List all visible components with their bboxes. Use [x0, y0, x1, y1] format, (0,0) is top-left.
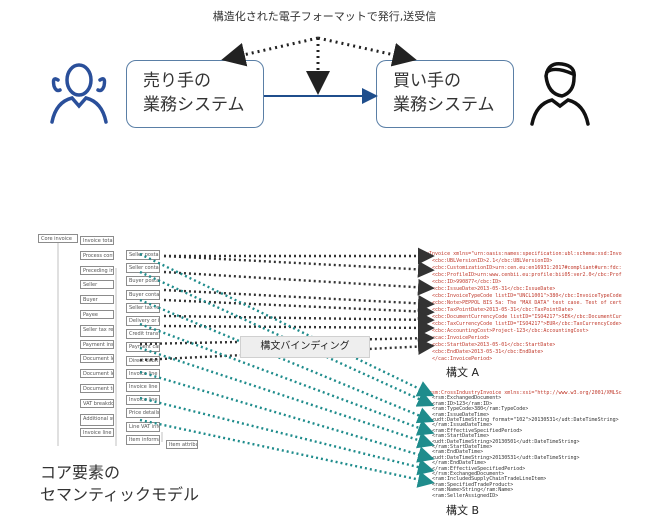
- buyer-box-line1: 買い手の: [393, 71, 461, 91]
- tree-level1-node: Document level allowances: [80, 354, 114, 364]
- seller-box-line1: 売り手の: [143, 71, 211, 91]
- tree-root-node: Core invoice: [38, 234, 78, 243]
- tree-level2-node: Invoice line allowances: [126, 382, 160, 392]
- syntax_a_lines-line: <cbc:TaxPointDate>2013-05-31</cbc:TaxPoi…: [432, 307, 574, 313]
- syntax_b_lines-line: </ram:IssueDateTime>: [432, 422, 493, 429]
- syntax_b_lines-line: </ram:StartDateTime>: [432, 444, 493, 450]
- syntax_a_lines-line: <cbc:InvoiceTypeCode listID="UNCL1001">3…: [432, 293, 622, 299]
- syntax_a_lines-line: <cbc:DocumentCurrencyCode listID="ISO421…: [432, 314, 622, 320]
- binding-arrow-to-syntax-b: [139, 370, 435, 463]
- syntax_a_lines-line: <cbc:IssueDate>2013-05-31</cbc:IssueDate…: [432, 286, 556, 292]
- syntax_b_lines-line: <ram:SpecifiedTradeProduct>: [432, 481, 514, 488]
- syntax_b_lines-line: <rsm:ExchangedDocument>: [432, 395, 502, 402]
- syntax_b_lines-line: <ram:StartDateTime>: [432, 433, 490, 440]
- syntax_b_lines-line: <ram:TypeCode>380</ram:TypeCode>: [432, 406, 529, 413]
- syntax_a_lines-line: <cbc:Note>PEPPOL BIS 5a: The "MAX DATA" …: [432, 300, 622, 306]
- tree-level2-node: Seller postal address: [126, 250, 160, 260]
- tree-level1-node: Preceding invoice reference: [80, 265, 114, 275]
- tree-level2-node: Delivery or invoice period: [126, 316, 160, 326]
- syntax_b_lines-line: <udt:DateTimeString>20130501</udt:DateTi…: [432, 438, 580, 445]
- syntax-binding-label: 構文バインディング: [240, 336, 370, 358]
- tree-level2-node: Line VAT information: [126, 421, 160, 432]
- top-arrows: [221, 36, 417, 104]
- tree-level3-node: Item attributes: [166, 440, 198, 449]
- seller-box-line2: 業務システム: [143, 95, 245, 115]
- buyer-person-icon: [530, 62, 590, 126]
- tree-level2-node: Price details: [126, 408, 160, 419]
- binding-arrow-to-syntax-a: [163, 254, 435, 278]
- tree-level1-node: Payment instructions: [80, 339, 114, 349]
- buyer-business-system-box: 買い手の 業務システム: [376, 60, 514, 128]
- tree-level1-node: Process control: [80, 250, 114, 260]
- syntax_b_lines-line: <ram:IncludedSupplyChainTradeLineItem>: [432, 476, 547, 483]
- binding-arrow-to-syntax-b: [139, 252, 435, 397]
- core-semantic-model-label: コア要素の セマンティックモデル: [40, 462, 199, 506]
- tree-level1-node: Document totals: [80, 384, 114, 393]
- tree-level2-node: Buyer contact: [126, 289, 160, 300]
- tree-level1-node: Document level charges: [80, 369, 114, 379]
- syntax_b_lines-line: <udt:DateTimeString>20130531</udt:DateTi…: [432, 454, 580, 461]
- seller-business-system-box: 売り手の 業務システム: [126, 60, 264, 128]
- syntax_b_lines-line: <udt:DateTimeString format="102">2013053…: [432, 417, 619, 423]
- syntax_b_lines-line: <ram:ID>123</ram:ID>: [432, 400, 493, 407]
- syntax_a_lines-line: <cbc:ID>990877</cbc:ID>: [432, 279, 502, 285]
- tree-level1-node: Additional supporting documents: [80, 413, 114, 426]
- binding-arrow-to-syntax-a: [163, 319, 435, 337]
- syntax_a_lines-line: <cbc:EndDate>2013-05-31</cbc:EndDate>: [432, 349, 544, 355]
- tree-level1-node: Seller: [80, 280, 114, 290]
- syntax_a_lines-line: <Invoice xmlns="urn:oasis:names:specific…: [426, 251, 622, 257]
- syntax_a_lines-line: <cbc:UBLVersionID>2.1</cbc:UBLVersionID>: [432, 258, 553, 264]
- syntax-b-xml: <rsm:CrossIndustryInvoice xmlns:xsi="htt…: [426, 390, 622, 498]
- tree-level2-node: Seller contact: [126, 263, 160, 274]
- tree-level1-node: Invoice line: [80, 428, 114, 438]
- syntax_a_lines-line: <cbc:TaxCurrencyCode listID="ISO4217">EU…: [432, 321, 622, 327]
- binding-arrow-to-syntax-a: [163, 288, 435, 312]
- core-label-line2: セマンティックモデル: [40, 485, 200, 504]
- tree-connectors: [57, 242, 163, 446]
- syntax_a_lines-line: <cac:InvoicePeriod>: [432, 335, 490, 341]
- binding-arrow-to-syntax-b: [139, 270, 435, 407]
- buyer-box-line2: 業務システム: [393, 95, 495, 115]
- binding-arrow-to-syntax-b: [139, 396, 435, 476]
- top-caption: 構造化された電子フォーマットで発行,送受信: [212, 10, 437, 23]
- tree-level1-node: Payee: [80, 310, 114, 319]
- tree-level1-node: VAT breakdown: [80, 398, 114, 408]
- tree-level2-node: Payment card information: [126, 342, 160, 353]
- binding-arrow-to-syntax-b: [139, 322, 435, 436]
- syntax-b-label: 構文 B: [446, 504, 480, 517]
- syntax_a_lines-line: <cbc:CustomizationID>urn:cen.eu:en16931:…: [432, 265, 622, 271]
- core-label-line1: コア要素の: [40, 463, 121, 482]
- syntax_b_lines-line: <ram:SellerAssignedID>: [432, 492, 499, 498]
- syntax-a-label: 構文 A: [446, 366, 480, 379]
- syntax_a_lines-line: <cbc:ProfileID>urn:www.cenbii.eu:profile…: [432, 272, 622, 278]
- binding-arrow-to-syntax-b: [139, 346, 435, 449]
- syntax_a_lines-line: <cbc:StartDate>2013-05-01</cbc:StartDate…: [432, 342, 556, 348]
- syntax_a_lines-line: <cbc:AccountingCost>Project-123</cbc:Acc…: [432, 328, 589, 334]
- syntax_b_lines-line: </ram:EndDateTime>: [432, 460, 487, 467]
- syntax_b_lines-line: <rsm:CrossIndustryInvoice xmlns:xsi="htt…: [426, 390, 622, 396]
- tree-level1-node: Seller tax representative party: [80, 324, 114, 337]
- syntax_b_lines-line: </ram:EffectiveSpecifiedPeriod>: [432, 465, 526, 472]
- tree-level2-node: Invoice line charges: [126, 395, 160, 406]
- binding-arrow-to-syntax-a: [163, 298, 435, 320]
- syntax_b_lines-line: <ram:IssueDateTime>: [432, 411, 490, 418]
- tree-level1-node: Buyer: [80, 295, 114, 305]
- syntax_a_lines-line: </cac:InvoicePeriod>: [432, 356, 493, 362]
- syntax_b_lines-line: <ram:EndDateTime>: [432, 449, 484, 456]
- binding-arrow-to-syntax-b: [139, 298, 435, 424]
- syntax-a-xml: <Invoice xmlns="urn:oasis:names:specific…: [426, 251, 622, 363]
- syntax_b_lines-line: <ram:EffectiveSpecifiedPeriod>: [432, 427, 523, 434]
- tree-level2-node: Item information: [126, 434, 160, 445]
- tree-level1-node: Invoice total: [80, 236, 114, 245]
- tree-level2-node: Invoice line period: [126, 368, 160, 379]
- binding-arrow-to-syntax-a: [163, 311, 435, 329]
- syntax_b_lines-line: <ram:Name>String</ram:Name>: [432, 487, 514, 494]
- seller-person-icon: [50, 63, 108, 124]
- tree-level2-node: Direct debit: [126, 355, 160, 366]
- syntax_b_lines-line: </rsm:ExchangedDocument>: [432, 471, 505, 477]
- tree-level2-node: Credit transfer: [126, 329, 160, 340]
